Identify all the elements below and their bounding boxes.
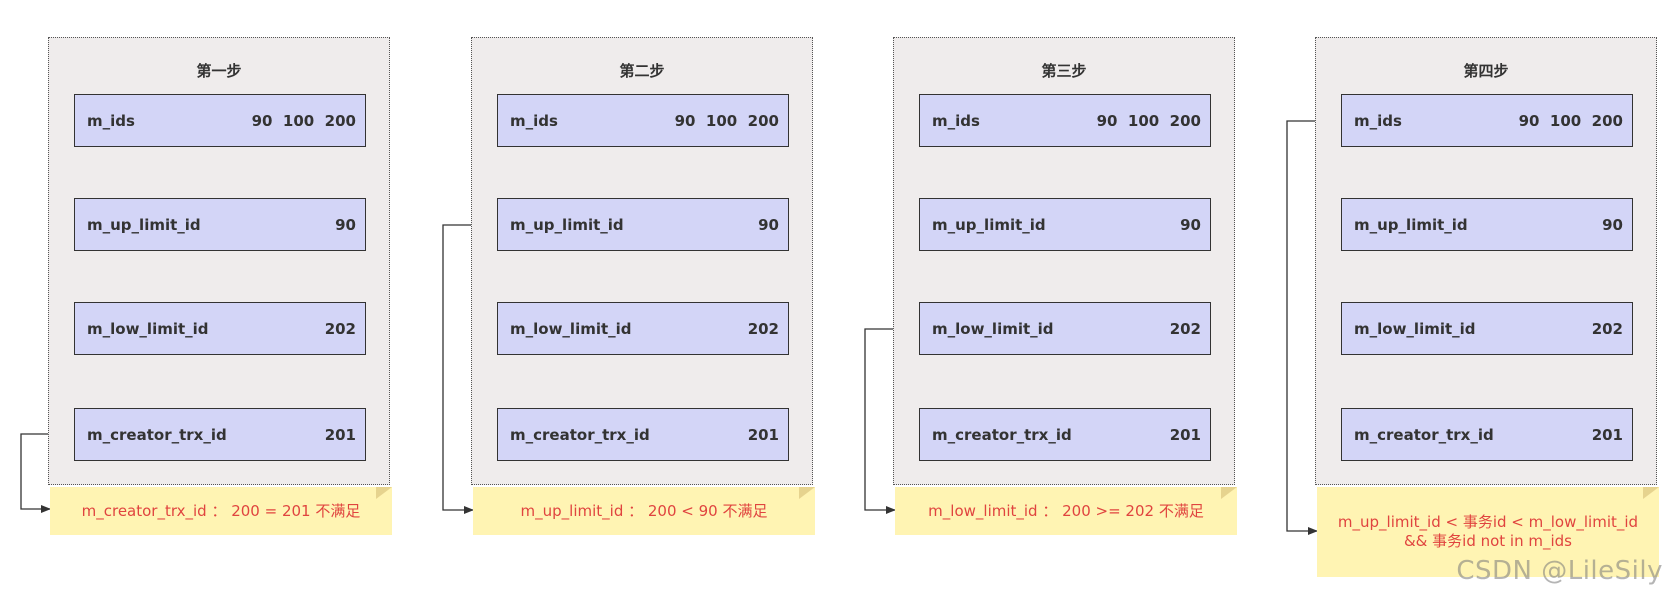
panel-title: 第三步: [1041, 62, 1087, 80]
field-m-creator-trx-id: m_creator_trx_id 201: [74, 408, 366, 461]
field-value: 90: [1180, 215, 1201, 234]
field-value: 90 100 200: [1518, 111, 1623, 130]
field-m-up-limit-id: m_up_limit_id 90: [497, 198, 789, 251]
note-fold-corner: [376, 487, 392, 499]
step-panel-2: 第二步 m_ids 90 100 200 m_up_limit_id 90 m_…: [471, 37, 813, 485]
field-m-up-limit-id: m_up_limit_id 90: [919, 198, 1211, 251]
note-text: m_low_limit_id ： 200 >= 202 不满足: [928, 501, 1204, 520]
field-name: m_creator_trx_id: [1354, 425, 1494, 444]
note-text: m_creator_trx_id ： 200 = 201 不满足: [81, 501, 361, 520]
note-line-2: && 事务id not in m_ids: [1403, 532, 1572, 550]
condition-note-2: m_up_limit_id ： 200 < 90 不满足: [473, 487, 815, 535]
field-value: 90 100 200: [251, 111, 356, 130]
field-m-creator-trx-id: m_creator_trx_id 201: [497, 408, 789, 461]
condition-note-1: m_creator_trx_id ： 200 = 201 不满足: [50, 487, 392, 535]
field-value: 201: [1591, 425, 1623, 444]
note-fold-corner: [1221, 487, 1237, 499]
condition-note-3: m_low_limit_id ： 200 >= 202 不满足: [895, 487, 1237, 535]
field-m-ids: m_ids 90 100 200: [919, 94, 1211, 147]
field-value: 90: [758, 215, 779, 234]
field-m-ids: m_ids 90 100 200: [74, 94, 366, 147]
field-name: m_low_limit_id: [1354, 319, 1476, 338]
panel-title: 第四步: [1463, 62, 1509, 80]
field-name: m_low_limit_id: [510, 319, 632, 338]
field-m-low-limit-id: m_low_limit_id 202: [1341, 302, 1633, 355]
note-fold-corner: [799, 487, 815, 499]
field-name: m_up_limit_id: [510, 215, 624, 234]
step-panel-3: 第三步 m_ids 90 100 200 m_up_limit_id 90 m_…: [893, 37, 1235, 485]
field-value: 202: [1169, 319, 1201, 338]
field-name: m_up_limit_id: [932, 215, 1046, 234]
note-fold-corner: [1643, 487, 1659, 499]
field-m-up-limit-id: m_up_limit_id 90: [74, 198, 366, 251]
field-value: 201: [747, 425, 779, 444]
field-name: m_ids: [932, 111, 980, 130]
field-name: m_up_limit_id: [87, 215, 201, 234]
field-value: 202: [324, 319, 356, 338]
panel-title: 第一步: [196, 62, 242, 80]
step-panel-4: 第四步 m_ids 90 100 200 m_up_limit_id 90 m_…: [1315, 37, 1657, 485]
field-value: 90: [335, 215, 356, 234]
step-panel-1: 第一步 m_ids 90 100 200 m_up_limit_id 90 m_…: [48, 37, 390, 485]
field-m-up-limit-id: m_up_limit_id 90: [1341, 198, 1633, 251]
field-name: m_creator_trx_id: [510, 425, 650, 444]
note-text: m_up_limit_id < 事务id < m_low_limit_id &&…: [1338, 513, 1638, 551]
field-name: m_low_limit_id: [87, 319, 209, 338]
field-value: 202: [747, 319, 779, 338]
watermark: CSDN @LileSily: [1456, 556, 1663, 586]
note-text: m_up_limit_id ： 200 < 90 不满足: [520, 501, 768, 520]
field-value: 90 100 200: [674, 111, 779, 130]
field-name: m_low_limit_id: [932, 319, 1054, 338]
field-m-creator-trx-id: m_creator_trx_id 201: [919, 408, 1211, 461]
field-m-ids: m_ids 90 100 200: [1341, 94, 1633, 147]
field-m-creator-trx-id: m_creator_trx_id 201: [1341, 408, 1633, 461]
field-name: m_creator_trx_id: [932, 425, 1072, 444]
field-m-low-limit-id: m_low_limit_id 202: [497, 302, 789, 355]
field-value: 90 100 200: [1096, 111, 1201, 130]
field-name: m_ids: [510, 111, 558, 130]
field-value: 201: [1169, 425, 1201, 444]
field-m-low-limit-id: m_low_limit_id 202: [919, 302, 1211, 355]
field-m-low-limit-id: m_low_limit_id 202: [74, 302, 366, 355]
field-name: m_creator_trx_id: [87, 425, 227, 444]
field-value: 201: [324, 425, 356, 444]
field-name: m_up_limit_id: [1354, 215, 1468, 234]
field-name: m_ids: [87, 111, 135, 130]
panel-title: 第二步: [619, 62, 665, 80]
note-line-1: m_up_limit_id < 事务id < m_low_limit_id: [1337, 513, 1639, 531]
field-name: m_ids: [1354, 111, 1402, 130]
condition-note-4: m_up_limit_id < 事务id < m_low_limit_id &&…: [1317, 487, 1659, 577]
field-value: 90: [1602, 215, 1623, 234]
field-m-ids: m_ids 90 100 200: [497, 94, 789, 147]
field-value: 202: [1591, 319, 1623, 338]
